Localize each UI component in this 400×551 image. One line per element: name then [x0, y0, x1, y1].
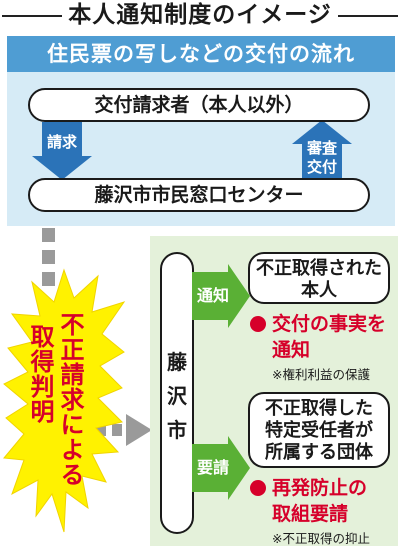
burst-text-line-2: 取得判明: [26, 324, 54, 424]
request-content-line-1: 再発防止の: [272, 477, 368, 499]
applicant-box: 交付請求者（本人以外）: [28, 88, 370, 122]
city-label-char-1: 藤: [167, 350, 187, 374]
dashed-connector-right: [96, 414, 152, 446]
notify-label: 通知: [196, 286, 229, 305]
red-bullet-icon: [250, 480, 266, 496]
citizen-center-box: 藤沢市市民窓口センター: [28, 178, 370, 212]
request-note: ※不正取得の抑止: [272, 531, 370, 546]
notify-content-line-1: 交付の事実を: [272, 313, 387, 335]
target-box-organization: 不正取得した 特定受任者が 所属する団体: [248, 392, 390, 468]
title-rule-left: [2, 15, 86, 17]
target-victim-line-1: 不正取得された: [256, 258, 382, 279]
city-label-char-3: 市: [167, 418, 187, 442]
notify-note: ※権利利益の保護: [272, 367, 370, 382]
city-box: [160, 252, 194, 534]
request-measures-arrow: [192, 436, 250, 500]
red-bullet-icon: [250, 316, 266, 332]
notify-arrow: [192, 264, 250, 328]
request-content-line-2: 取組要請: [272, 503, 349, 525]
dashed-connector-down: [42, 228, 55, 292]
review-arrow: [292, 120, 352, 180]
request-measures-label: 要請: [196, 458, 229, 477]
review-label-line-2: 交付: [306, 158, 337, 176]
target-org-line-1: 不正取得した: [265, 398, 373, 419]
target-victim-line-2: 本人: [301, 280, 337, 301]
review-label: 審査 交付: [302, 139, 342, 177]
notify-content-line-2: 通知: [272, 339, 311, 361]
review-label-line-1: 審査: [306, 139, 337, 157]
burst-text-line-1: 不正請求による: [56, 312, 84, 487]
target-org-line-3: 所属する団体: [265, 442, 373, 463]
alert-burst: [3, 268, 126, 533]
request-label: 請求: [46, 133, 77, 151]
target-org-line-2: 特定受任者が: [265, 420, 373, 441]
request-arrow: [32, 122, 92, 180]
page-title: 本人通知制度のイメージ: [0, 1, 400, 29]
target-box-victim: 不正取得された 本人: [248, 252, 390, 304]
city-label-char-2: 沢: [167, 384, 187, 408]
title-rule-right: [316, 15, 398, 17]
flow-header: 住民票の写しなどの交付の流れ: [7, 36, 395, 72]
